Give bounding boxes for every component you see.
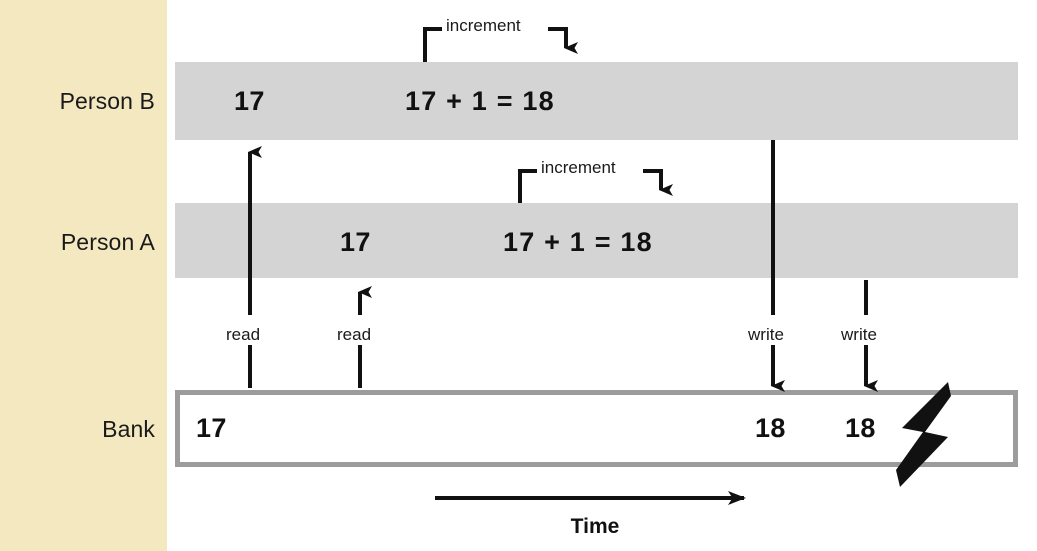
- increment-label-person-a: increment: [541, 158, 616, 177]
- bank-ledger-box: [175, 390, 1018, 467]
- write-label-2: write: [841, 325, 877, 344]
- increment-label-person-b: increment: [446, 16, 521, 35]
- time-axis-label: Time: [570, 515, 620, 538]
- read-label-2: read: [337, 325, 372, 344]
- person-a-equation: 17 + 1 = 18: [503, 227, 653, 257]
- lane-band-person-a: [175, 203, 1018, 278]
- lane-label-bank: Bank: [102, 416, 155, 442]
- person-b-read-value: 17: [234, 86, 265, 116]
- lane-label-person-b: Person B: [59, 88, 155, 114]
- bank-written-value-1: 18: [755, 413, 786, 443]
- bank-written-value-2: 18: [845, 413, 876, 443]
- person-a-read-value: 17: [340, 227, 371, 257]
- lane-label-person-a: Person A: [60, 229, 155, 255]
- lane-band-person-b: [175, 62, 1018, 140]
- lane-label-sidebar: [0, 0, 167, 551]
- person-b-equation: 17 + 1 = 18: [405, 86, 555, 116]
- write-label-1: write: [748, 325, 784, 344]
- read-label-1: read: [226, 325, 261, 344]
- bank-initial-value: 17: [196, 413, 227, 443]
